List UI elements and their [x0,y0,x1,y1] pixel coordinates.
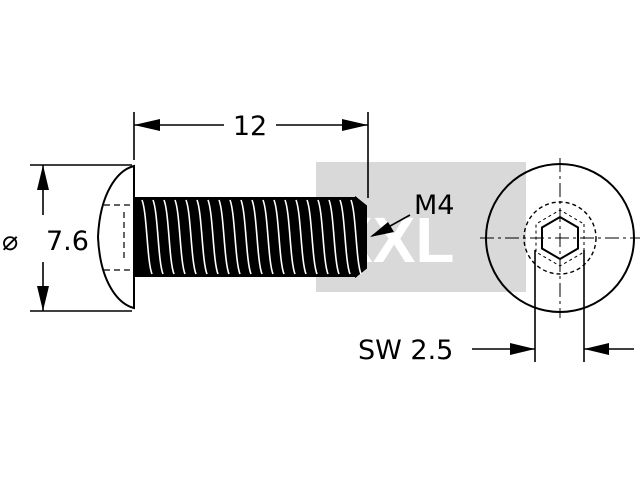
thread-crest [174,199,186,275]
socket-recess [523,201,597,275]
diameter-dimension [30,164,132,312]
thread-crest [229,199,241,275]
thread-crest [218,199,230,275]
thread-crest [350,199,362,275]
screw-head [96,164,135,310]
thread-crests [141,199,362,275]
thread-crest [185,199,197,275]
screw-side-view [96,164,367,310]
thread-crest [328,199,340,275]
thread-crest [251,199,263,275]
hidden-socket-lines [104,204,134,271]
thread-crest [284,199,296,275]
length-label: 12 [233,111,267,142]
socket-label: SW 2.5 [358,335,453,366]
thread-label: M4 [414,190,454,221]
length-dimension [133,112,369,198]
thread-crest [295,199,307,275]
thread-crest [152,199,164,275]
thread-crest [317,199,329,275]
thread-crest [141,199,153,275]
thread-crest [163,199,175,275]
thread-crest [262,199,274,275]
screw-end-view [480,158,640,318]
diameter-label: 7.6 [46,226,89,257]
hex-socket-inner [535,209,585,267]
thread-crest [273,199,285,275]
thread-crest [306,199,318,275]
thread-tip [355,195,367,279]
thread-crest [339,199,351,275]
socket-dimension [472,250,634,362]
centerlines [480,158,640,318]
thread-crest [240,199,252,275]
thread-crest [207,199,219,275]
thread-leader [370,214,411,237]
diameter-symbol: ⌀ [2,226,18,257]
hex-socket [541,215,579,261]
thread-crest [196,199,208,275]
